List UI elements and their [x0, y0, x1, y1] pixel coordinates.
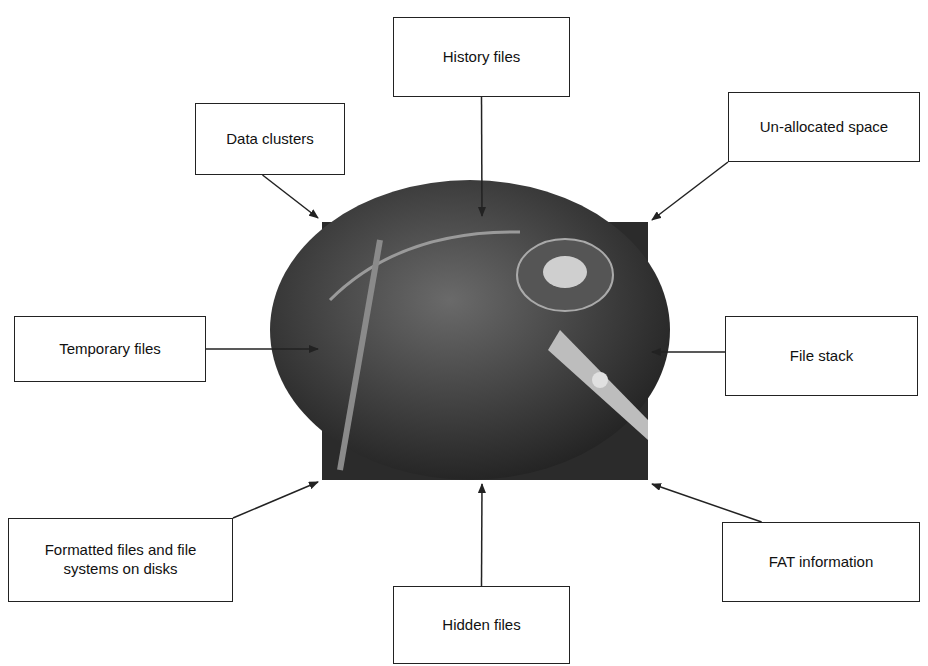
- leader-arrow: [233, 482, 318, 518]
- label-box: Hidden files: [393, 586, 570, 664]
- disk-platter: [270, 180, 670, 480]
- label-box: Temporary files: [14, 316, 206, 382]
- leader-arrow: [481, 97, 483, 216]
- spindle: [517, 239, 613, 311]
- box-label: FAT information: [769, 553, 874, 572]
- case-edge: [340, 240, 380, 470]
- label-box: Data clusters: [195, 103, 345, 175]
- leader-arrow: [263, 175, 319, 218]
- box-label: History files: [443, 48, 521, 67]
- platter-glint: [330, 232, 520, 300]
- actuator-arm: [548, 330, 648, 440]
- arm-pivot: [592, 372, 608, 388]
- label-box: FAT information: [722, 522, 920, 602]
- box-label: Hidden files: [442, 616, 520, 635]
- box-label: Un-allocated space: [760, 118, 888, 137]
- leader-arrow: [481, 484, 483, 586]
- leader-arrow: [206, 348, 318, 350]
- label-box: Un-allocated space: [728, 92, 920, 162]
- leader-arrow: [652, 351, 725, 353]
- leader-arrow: [652, 484, 762, 522]
- box-label: File stack: [790, 347, 853, 366]
- spindle-hub: [543, 256, 587, 288]
- box-label: Data clusters: [226, 130, 314, 149]
- leader-arrow: [652, 162, 728, 220]
- box-label: Formatted files and file systems on disk…: [19, 541, 222, 579]
- label-box: Formatted files and file systems on disk…: [8, 518, 233, 602]
- label-box: History files: [393, 17, 570, 97]
- box-label: Temporary files: [59, 340, 161, 359]
- label-box: File stack: [725, 316, 918, 396]
